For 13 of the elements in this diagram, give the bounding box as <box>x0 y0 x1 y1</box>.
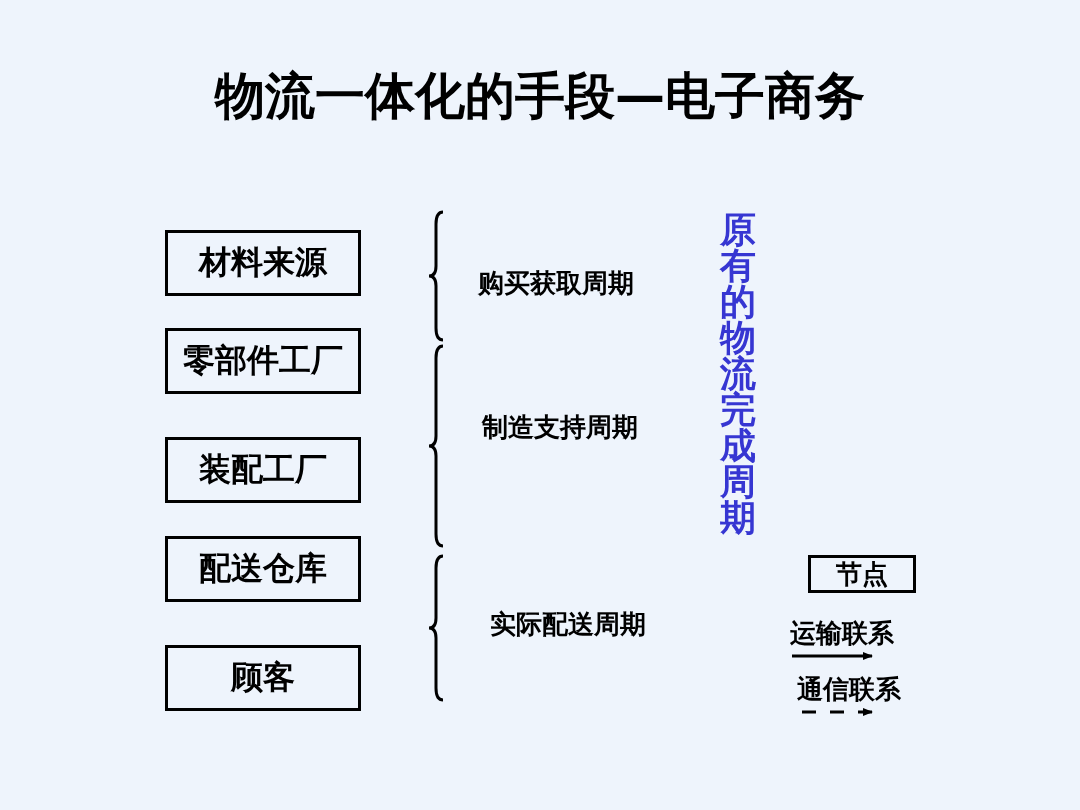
legend-text: 运输联系 <box>790 617 894 650</box>
title: 物流一体化的手段—电子商务 <box>213 66 866 126</box>
legend-text: 通信联系 <box>797 673 901 706</box>
node-box: 配送仓库 <box>165 536 361 602</box>
cycle-label: 购买获取周期 <box>478 267 634 300</box>
cycle-label: 制造支持周期 <box>482 411 638 444</box>
node-box: 装配工厂 <box>165 437 361 503</box>
node-box: 零部件工厂 <box>165 328 361 394</box>
legend-box: 节点 <box>808 555 916 593</box>
vertical-label: 原有的物流完成周期 <box>718 212 757 536</box>
node-box: 材料来源 <box>165 230 361 296</box>
node-box: 顾客 <box>165 645 361 711</box>
cycle-label: 实际配送周期 <box>490 608 646 641</box>
